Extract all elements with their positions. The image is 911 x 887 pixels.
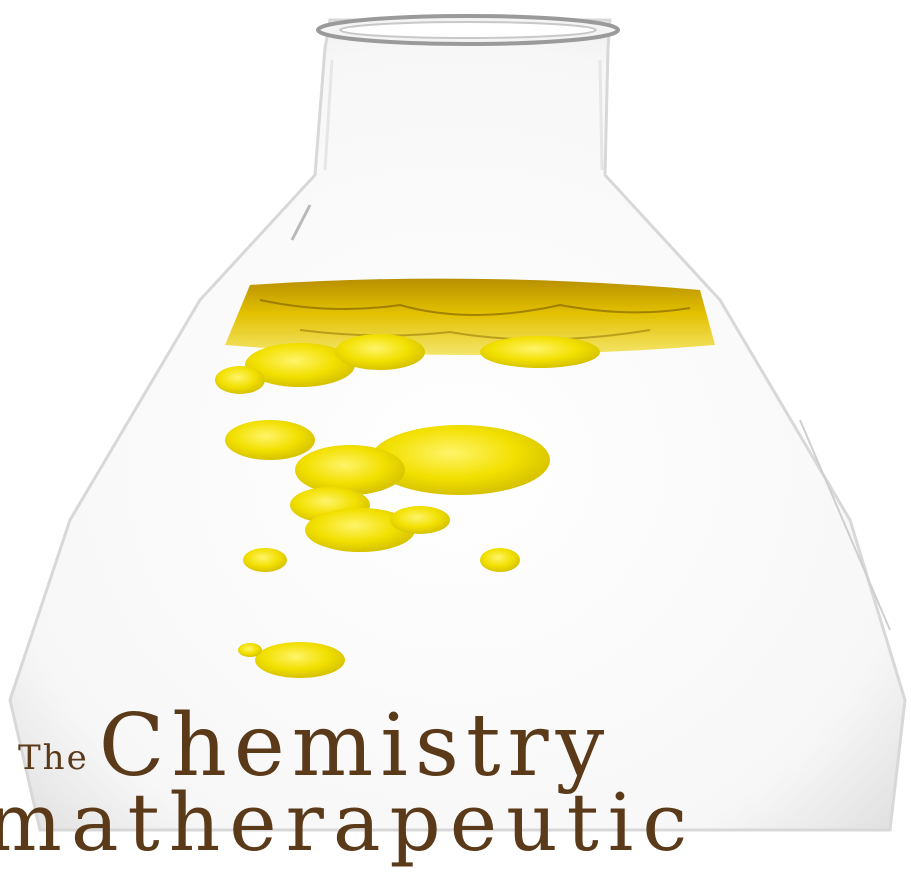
title-big-word: Chemistry <box>98 696 612 796</box>
flask-glass <box>8 18 907 832</box>
liquid-bubbles <box>215 334 600 678</box>
liquid-surface-band <box>225 278 715 355</box>
title-small-word: The <box>18 738 89 778</box>
cover-title-line2: matherapeutic <box>0 776 697 869</box>
